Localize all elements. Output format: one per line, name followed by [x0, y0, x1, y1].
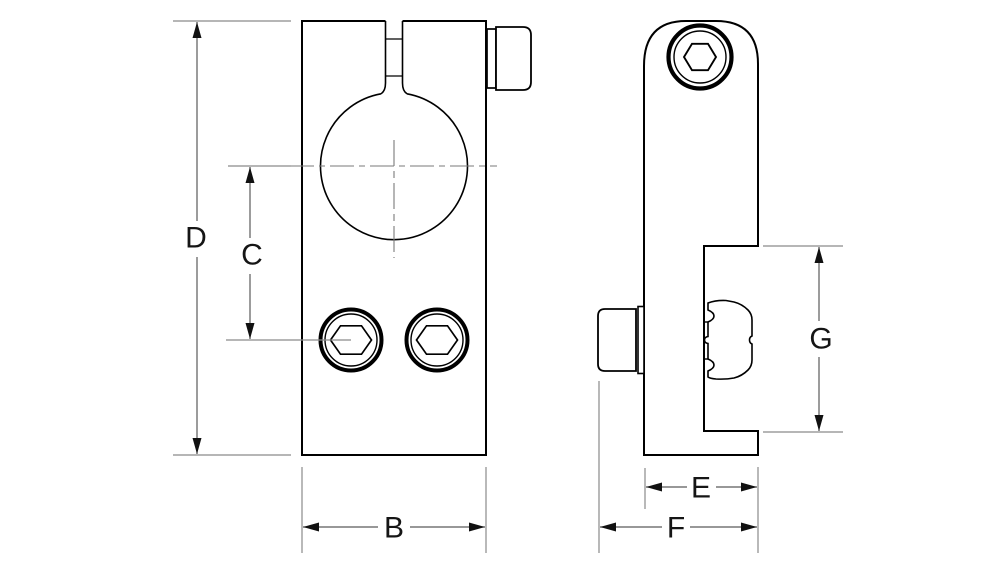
dimension-D-label-mask	[182, 221, 210, 257]
dimension-D: D	[173, 20, 291, 456]
dimension-G: G	[763, 245, 843, 433]
side-screw-head	[597, 308, 637, 372]
dimension-B-arrow-right-icon	[469, 522, 485, 532]
socket-screw-right	[404, 307, 470, 373]
clamp-screw-washer	[486, 28, 497, 89]
clamp-screw-head	[495, 26, 532, 91]
clamp-screw-hex-icon	[682, 42, 718, 72]
dimension-C: C	[226, 165, 351, 341]
dimension-E-label-mask	[687, 470, 716, 504]
dimension-C-label: C	[241, 239, 263, 272]
dimension-E-label: E	[691, 472, 711, 505]
dimension-F-label-mask	[662, 510, 690, 544]
dimension-D-arrow-up-icon	[192, 22, 202, 38]
dimension-E: E	[644, 467, 759, 553]
dimension-B-label: B	[384, 512, 404, 545]
dimension-F-arrow-left-icon	[600, 522, 616, 532]
dimension-G-label: G	[809, 323, 832, 356]
dimension-B-label-mask	[378, 510, 410, 544]
socket-screw-right-inner-circle	[410, 313, 464, 367]
dimension-F-arrow-right-icon	[741, 522, 757, 532]
dimension-C-label-mask	[238, 238, 266, 274]
side-screw-washer	[637, 305, 645, 375]
clamp-screw-end-view	[666, 23, 734, 91]
socket-screw-right-hex-icon	[415, 324, 459, 356]
dimension-E-arrow-right-icon	[741, 482, 757, 492]
dimension-G-arrow-down-icon	[814, 415, 824, 431]
socket-screw-left-hex-icon	[329, 324, 373, 356]
clamp-screw-outer-circle	[666, 23, 734, 91]
dimension-E-arrow-left-icon	[646, 482, 662, 492]
dimension-B: B	[301, 467, 487, 553]
dimension-G-label-mask	[806, 321, 836, 357]
side-body-outline	[643, 20, 759, 456]
dimension-G-arrow-up-icon	[814, 247, 824, 263]
mount-slot-profile	[703, 299, 753, 380]
dimension-F-label: F	[667, 512, 685, 545]
clamp-slot-right-edge	[401, 21, 408, 95]
socket-screw-right-outer-circle	[404, 307, 470, 373]
clamp-slot-left-edge	[380, 21, 387, 95]
side-view	[597, 20, 759, 456]
dimension-C-arrow-up-icon	[245, 167, 255, 183]
dimension-D-label: D	[185, 222, 207, 255]
front-view	[290, 20, 532, 456]
dimensions: D C B G	[173, 20, 843, 553]
dimension-C-arrow-down-icon	[245, 323, 255, 339]
clamp-screw-inner-circle	[673, 30, 727, 84]
dimension-F: F	[598, 381, 757, 553]
dimension-B-arrow-left-icon	[303, 522, 319, 532]
dimension-D-arrow-down-icon	[192, 438, 202, 454]
